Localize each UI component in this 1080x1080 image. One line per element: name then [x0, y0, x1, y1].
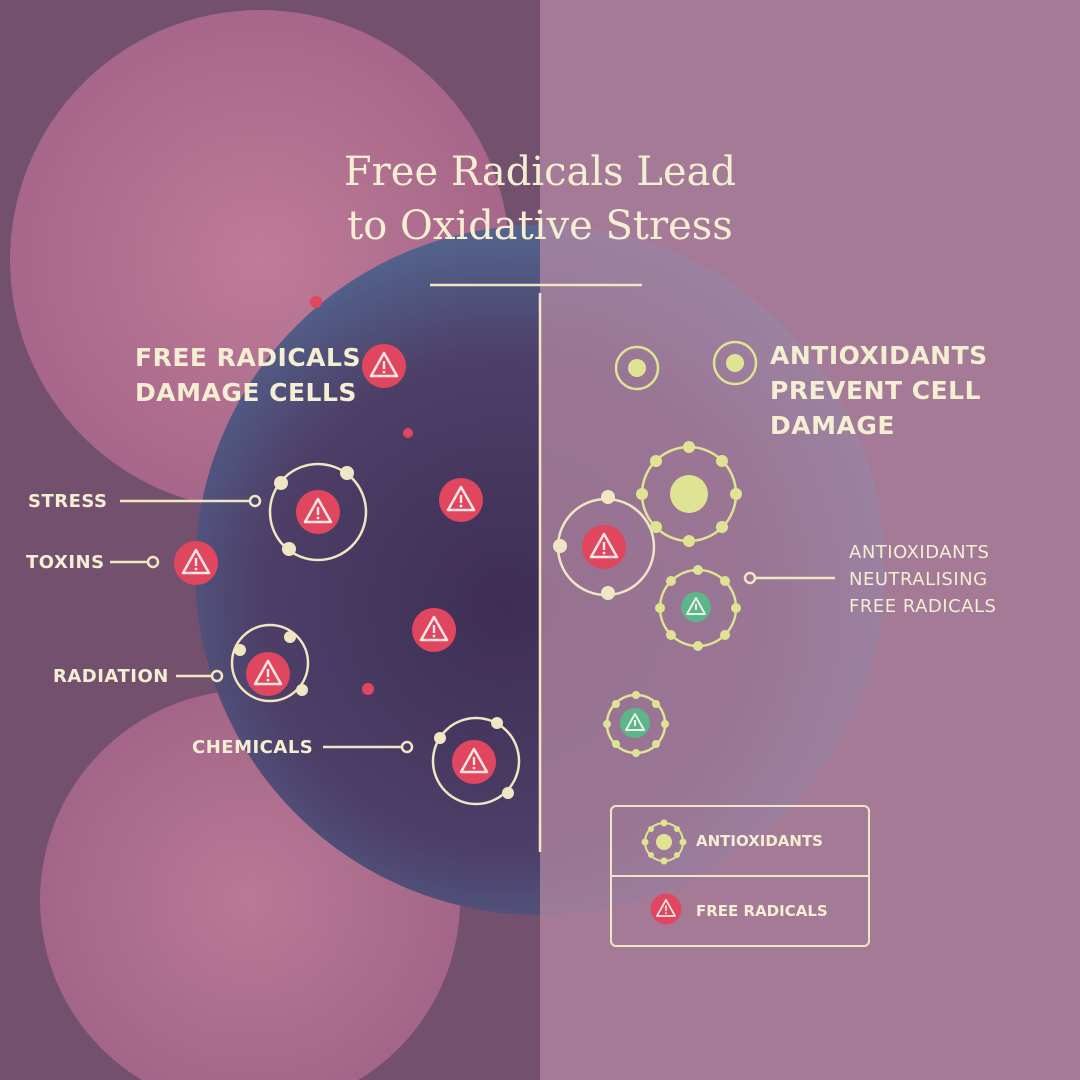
source-label-chemicals: CHEMICALS — [192, 737, 314, 758]
title-line-1: Free Radicals Lead — [343, 149, 737, 195]
right-heading-line-1: ANTIOXIDANTS — [770, 341, 988, 370]
right-heading-line-2: PREVENT CELL — [770, 376, 982, 405]
right-heading-line-3: DAMAGE — [770, 411, 895, 440]
title-line-2: to Oxidative Stress — [347, 203, 733, 249]
legend-label-free-radicals: FREE RADICALS — [696, 902, 828, 920]
source-label-toxins: TOXINS — [26, 552, 105, 573]
left-heading-line-2: DAMAGE CELLS — [135, 378, 357, 407]
right-heading: ANTIOXIDANTS PREVENT CELL DAMAGE — [770, 338, 988, 443]
legend: ANTIOXIDANTS FREE RADICALS — [610, 805, 870, 947]
neutralising-callout: ANTIOXIDANTS NEUTRALISING FREE RADICALS — [849, 539, 996, 620]
source-label-stress: STRESS — [28, 491, 108, 512]
callout-line-3: FREE RADICALS — [849, 596, 997, 617]
legend-item-free-radicals: FREE RADICALS — [612, 875, 868, 945]
page-title: Free Radicals Lead to Oxidative Stress — [0, 145, 1080, 253]
callout-line-2: NEUTRALISING — [849, 569, 988, 590]
legend-label-antioxidants: ANTIOXIDANTS — [696, 832, 823, 850]
callout-line-1: ANTIOXIDANTS — [849, 542, 990, 563]
source-label-radiation: RADIATION — [53, 666, 169, 687]
left-heading-line-1: FREE RADICALS — [135, 343, 361, 372]
left-heading: FREE RADICALS DAMAGE CELLS — [135, 340, 361, 410]
legend-item-antioxidants: ANTIOXIDANTS — [612, 807, 868, 875]
